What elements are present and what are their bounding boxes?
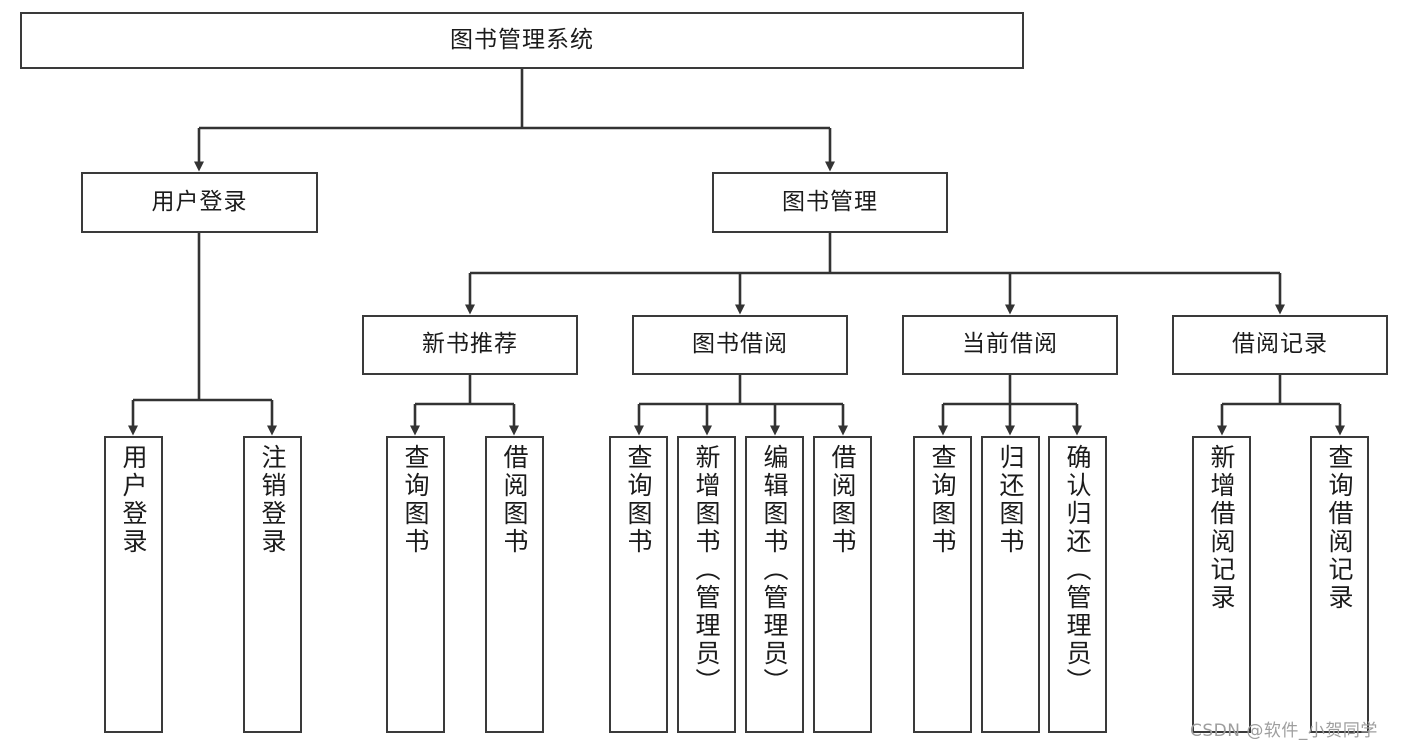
- leaf-recommend-borrow-book[interactable]: 借阅图书: [485, 436, 544, 733]
- leaf-borrow-borrow-book[interactable]: 借阅图书: [813, 436, 872, 733]
- leaf-current-confirm-return-admin[interactable]: 确认归还（管理员）: [1048, 436, 1107, 733]
- node-label: 新书推荐: [422, 331, 518, 358]
- leaf-user-login-signout[interactable]: 注销登录: [243, 436, 302, 733]
- node-borrow-record[interactable]: 借阅记录: [1172, 315, 1388, 375]
- node-label: 查询借阅记录: [1325, 444, 1354, 612]
- node-label: 查询图书: [928, 444, 957, 556]
- node-label: 确认归还（管理员）: [1063, 444, 1092, 696]
- node-label: 查询图书: [624, 444, 653, 556]
- leaf-recommend-query-book[interactable]: 查询图书: [386, 436, 445, 733]
- node-current-borrow[interactable]: 当前借阅: [902, 315, 1118, 375]
- node-book-borrow[interactable]: 图书借阅: [632, 315, 848, 375]
- node-root-system[interactable]: 图书管理系统: [20, 12, 1024, 69]
- leaf-borrow-query-book[interactable]: 查询图书: [609, 436, 668, 733]
- node-label: 图书借阅: [692, 331, 788, 358]
- node-label: 新增图书（管理员）: [692, 444, 721, 696]
- node-label: 编辑图书（管理员）: [760, 444, 789, 696]
- csdn-watermark: CSDN @软件_小贺同学: [1190, 721, 1378, 741]
- node-label: 用户登录: [151, 188, 248, 215]
- leaf-borrow-edit-book-admin[interactable]: 编辑图书（管理员）: [745, 436, 804, 733]
- node-label: 新增借阅记录: [1207, 444, 1236, 612]
- node-label: 注销登录: [258, 444, 287, 556]
- node-label: 当前借阅: [962, 331, 1058, 358]
- node-label: 图书管理系统: [450, 26, 594, 53]
- node-book-management[interactable]: 图书管理: [712, 172, 948, 233]
- node-label: 查询图书: [401, 444, 430, 556]
- node-user-login[interactable]: 用户登录: [81, 172, 318, 233]
- node-label: 图书管理: [782, 188, 878, 215]
- leaf-record-add-record[interactable]: 新增借阅记录: [1192, 436, 1251, 733]
- node-label: 归还图书: [996, 444, 1025, 556]
- node-label: 用户登录: [119, 444, 148, 556]
- node-label: 借阅记录: [1232, 331, 1328, 358]
- leaf-current-query-book[interactable]: 查询图书: [913, 436, 972, 733]
- leaf-current-return-book[interactable]: 归还图书: [981, 436, 1040, 733]
- node-label: 借阅图书: [500, 444, 529, 556]
- leaf-borrow-add-book-admin[interactable]: 新增图书（管理员）: [677, 436, 736, 733]
- leaf-record-query-record[interactable]: 查询借阅记录: [1310, 436, 1369, 733]
- leaf-user-login-signin[interactable]: 用户登录: [104, 436, 163, 733]
- node-label: 借阅图书: [828, 444, 857, 556]
- node-new-book-recommend[interactable]: 新书推荐: [362, 315, 578, 375]
